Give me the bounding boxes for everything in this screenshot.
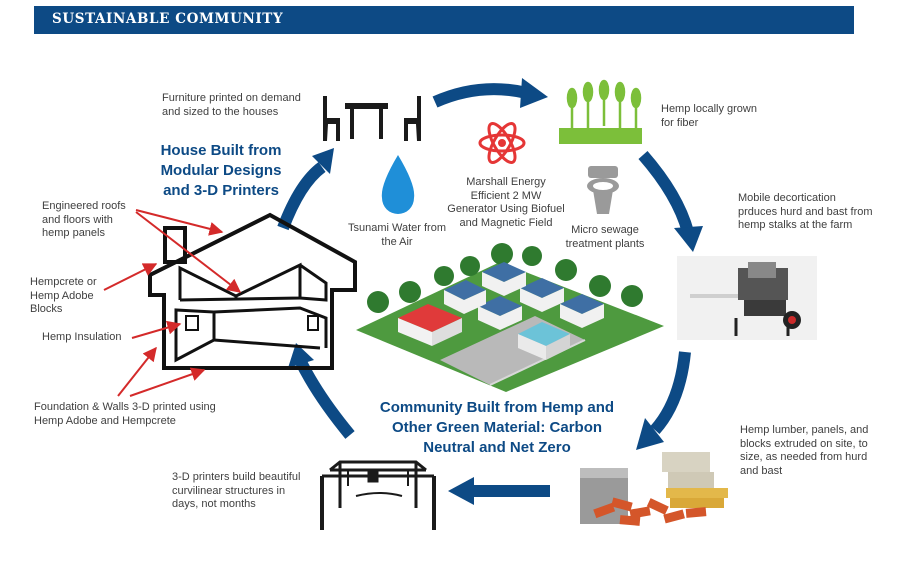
cycle-arrow-lower-right <box>650 351 691 434</box>
cycle-arrow-lower-left <box>294 357 355 439</box>
cycle-arrow-lower-right-head <box>636 418 664 450</box>
cycle-arrow-top <box>432 83 529 108</box>
community-title: Community Built from Hemp and Other Gree… <box>379 399 615 456</box>
insulation-label: Hemp Insulation <box>42 331 122 343</box>
generator-label: Marshall Energy Efficient 2 MW Generator… <box>447 176 565 229</box>
red-pointer-arrows <box>103 209 242 397</box>
cycle-arrow-upper-left <box>277 162 326 231</box>
page-title: SUSTAINABLE COMMUNITY <box>52 11 284 27</box>
house-outline-icon <box>148 212 357 370</box>
wheat-icon <box>559 79 642 144</box>
cycle-arrow-lower-left-head <box>288 343 314 368</box>
cycle-arrow-bottom-head <box>448 477 474 505</box>
toilet-icon <box>587 166 619 214</box>
building-materials-icon <box>580 452 728 526</box>
decortication-label: Mobile decortication prduces hurd and ba… <box>738 192 873 231</box>
furniture-label: Furniture printed on demand and sized to… <box>162 92 301 118</box>
title-banner: SUSTAINABLE COMMUNITY <box>34 6 854 34</box>
community-icon <box>356 243 664 392</box>
house-title: House Built from Modular Designs and 3-D… <box>160 142 282 199</box>
roofs-label: Engineered roofs and floors with hemp pa… <box>42 200 126 239</box>
furniture-icon <box>323 96 421 141</box>
sewage-label: Micro sewage treatment plants <box>565 224 645 250</box>
tsunami-label: Tsunami Water from the Air <box>347 222 446 248</box>
cycle-arrow-upper-right <box>638 151 694 234</box>
decorticator-icon <box>677 256 817 340</box>
cycle-arrow-upper-right-head <box>674 226 703 252</box>
cycle-arrow-top-head <box>520 78 548 108</box>
cycle-arrow-upper-left-head <box>312 148 334 174</box>
lumber-label: Hemp lumber, panels, and blocks extruded… <box>740 424 869 477</box>
foundation-label: Foundation & Walls 3-D printed using Hem… <box>34 401 216 427</box>
hempcrete-label: Hempcrete or Hemp Adobe Blocks <box>30 276 97 315</box>
atom-icon <box>478 122 526 164</box>
hemp-grown-label: Hemp locally grown for fiber <box>661 103 757 129</box>
printers-label: 3-D printers build beautiful curvilinear… <box>172 471 301 510</box>
water-drop-icon <box>381 155 415 214</box>
printer-3d-icon <box>320 460 436 530</box>
